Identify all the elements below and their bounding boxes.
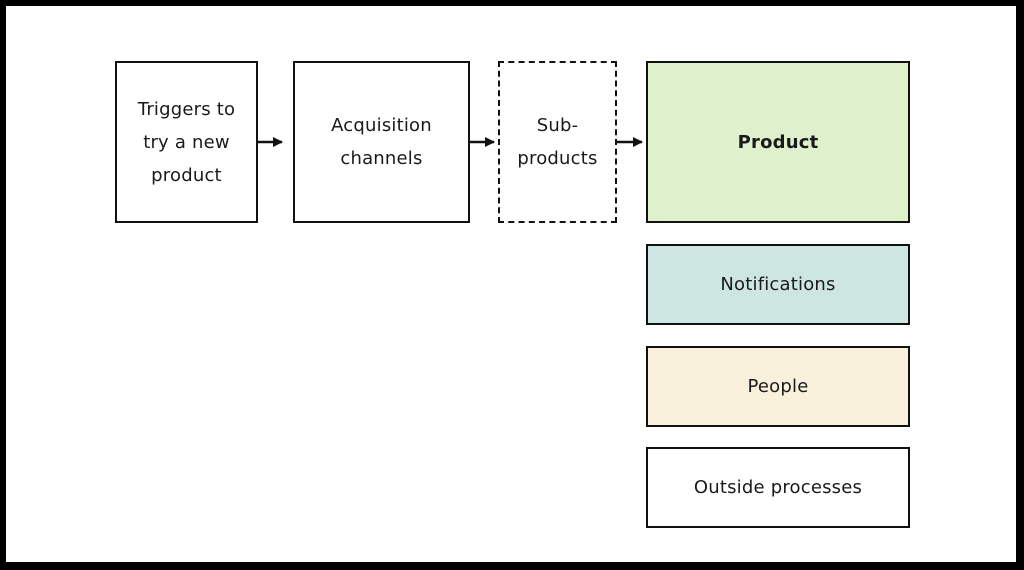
notifications-node: Notifications bbox=[646, 244, 910, 325]
product-node: Product bbox=[646, 61, 910, 223]
triggers-label: Triggers to try a new product bbox=[137, 98, 236, 186]
triggers-node: Triggers to try a new product bbox=[115, 61, 258, 223]
outside-processes-node: Outside processes bbox=[646, 447, 910, 528]
subproducts-node: Sub- products bbox=[498, 61, 617, 223]
outside-processes-label: Outside processes bbox=[693, 477, 863, 498]
product-label: Product bbox=[737, 131, 819, 153]
notifications-label: Notifications bbox=[720, 274, 836, 295]
people-node: People bbox=[646, 346, 910, 427]
acquisition-channels-label: Acquisition channels bbox=[331, 115, 432, 169]
acquisition-channels-node: Acquisition channels bbox=[293, 61, 470, 223]
subproducts-label: Sub- products bbox=[517, 115, 598, 169]
people-label: People bbox=[747, 376, 809, 397]
